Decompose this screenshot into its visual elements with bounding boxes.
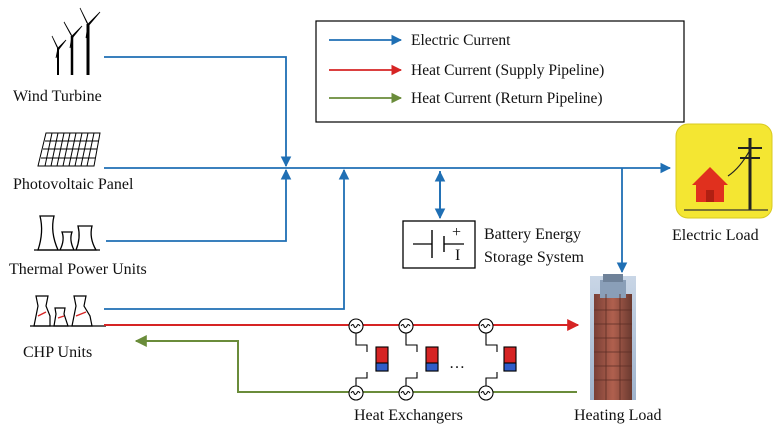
chp-units-label: CHP Units: [23, 344, 92, 361]
battery-storage-icon: + I: [402, 220, 476, 269]
heating-load-building-icon: [590, 274, 636, 400]
heat-exchangers-group: [348, 318, 517, 401]
heat-exchangers-ellipsis: …: [449, 355, 465, 372]
battery-minus-sign: I: [455, 247, 460, 264]
chp-to-bus-line: [104, 168, 350, 310]
heating-load-label: Heating Load: [574, 407, 662, 424]
photovoltaic-panel-icon: [37, 132, 101, 167]
thermal-power-units-label: Thermal Power Units: [9, 261, 147, 278]
wind-turbine-label: Wind Turbine: [13, 88, 102, 105]
electric-load-label: Electric Load: [672, 227, 759, 244]
wind-to-bus-line: [104, 56, 292, 168]
heat-exchanger: [478, 318, 517, 401]
battery-label-line2: Storage System: [484, 249, 585, 266]
legend-heat-return-label: Heat Current (Return Pipeline): [411, 90, 603, 107]
thermal-to-bus-line: [106, 168, 292, 242]
thermal-power-units-icon: [34, 215, 100, 251]
heat-exchanger: [348, 318, 389, 401]
chp-units-icon: [30, 295, 106, 327]
photovoltaic-panel-label: Photovoltaic Panel: [13, 176, 134, 193]
legend-heat-supply-label: Heat Current (Supply Pipeline): [411, 62, 604, 79]
legend: Electric Current Heat Current (Supply Pi…: [315, 20, 685, 123]
electric-network: [104, 56, 672, 310]
battery-plus-sign: +: [452, 224, 461, 241]
wind-turbine-icon: [51, 7, 101, 75]
heat-exchanger: [398, 318, 439, 401]
legend-electric-label: Electric Current: [411, 32, 511, 49]
electric-load-icon: [675, 123, 773, 219]
heat-exchangers-label: Heat Exchangers: [354, 407, 463, 424]
battery-label-line1: Battery Energy: [484, 226, 581, 243]
